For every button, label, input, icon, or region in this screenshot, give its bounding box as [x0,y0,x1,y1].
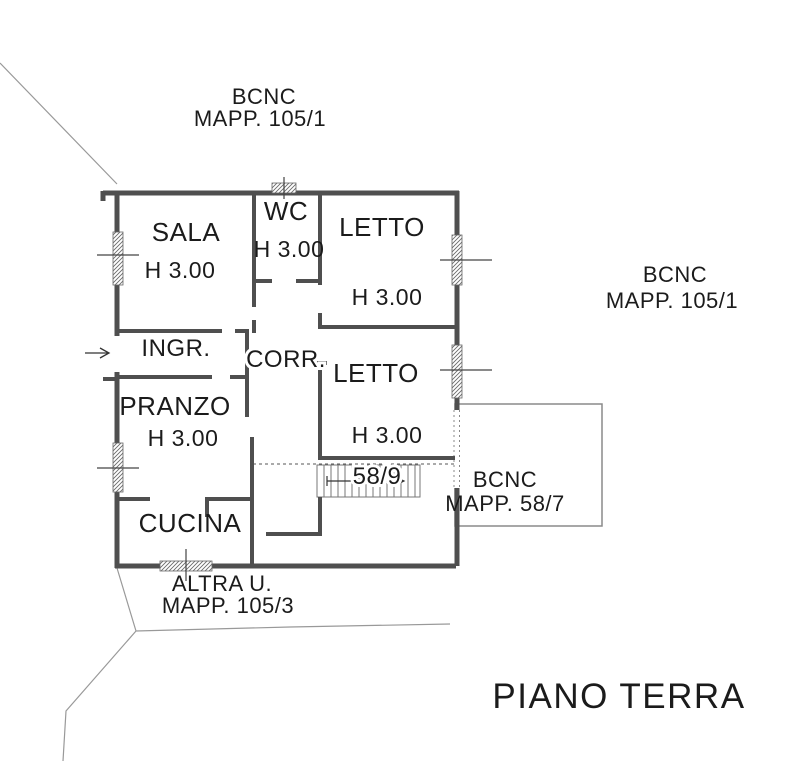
windows [97,177,492,581]
label-room-sala: SALA [152,217,221,247]
label-parcel-bottom-line1: ALTRA U. [172,571,272,596]
label-room-wc-height: H 3.00 [254,236,325,262]
label-room-ingresso: INGR. [141,335,210,362]
label-room-cucina: CUCINA [139,508,242,538]
entrance-arrow-icon [85,347,111,359]
label-room-letto2: LETTO [333,358,419,388]
label-room-letto2-height: H 3.00 [352,422,423,448]
window-symbol [451,344,463,399]
label-room-sala-height: H 3.00 [145,257,216,283]
label-parcel-right-line2: MAPP. 105/1 [606,288,738,313]
label-parcel-top-line2: MAPP. 105/1 [194,106,326,131]
label-parcel-right-line1: BCNC [643,262,707,287]
stair-direction-arrow-icon [326,476,406,486]
label-parcel-stair: 58/9 [353,463,402,490]
label-room-corridoio: CORR. [246,346,326,373]
label-room-wc: WC [264,196,308,226]
label-room-letto1-height: H 3.00 [352,284,423,310]
label-room-pranzo-height: H 3.00 [148,425,219,451]
parcel-boundary-line [0,62,451,761]
interior-walls [103,191,455,566]
window-symbol [112,231,124,286]
floor-title: PIANO TERRA [492,677,745,716]
staircase [316,464,421,498]
wall-opening-dashed [453,410,460,488]
window-tick-lines [97,177,492,581]
label-parcel-bottom-line2: MAPP. 105/3 [162,593,294,618]
label-parcel-balcony-line1: BCNC [473,467,537,492]
label-parcel-balcony-line2: MAPP. 58/7 [445,491,565,516]
label-room-pranzo: PRANZO [119,391,230,421]
label-parcel-top-line1: BCNC [232,84,296,109]
label-room-letto1: LETTO [339,212,425,242]
